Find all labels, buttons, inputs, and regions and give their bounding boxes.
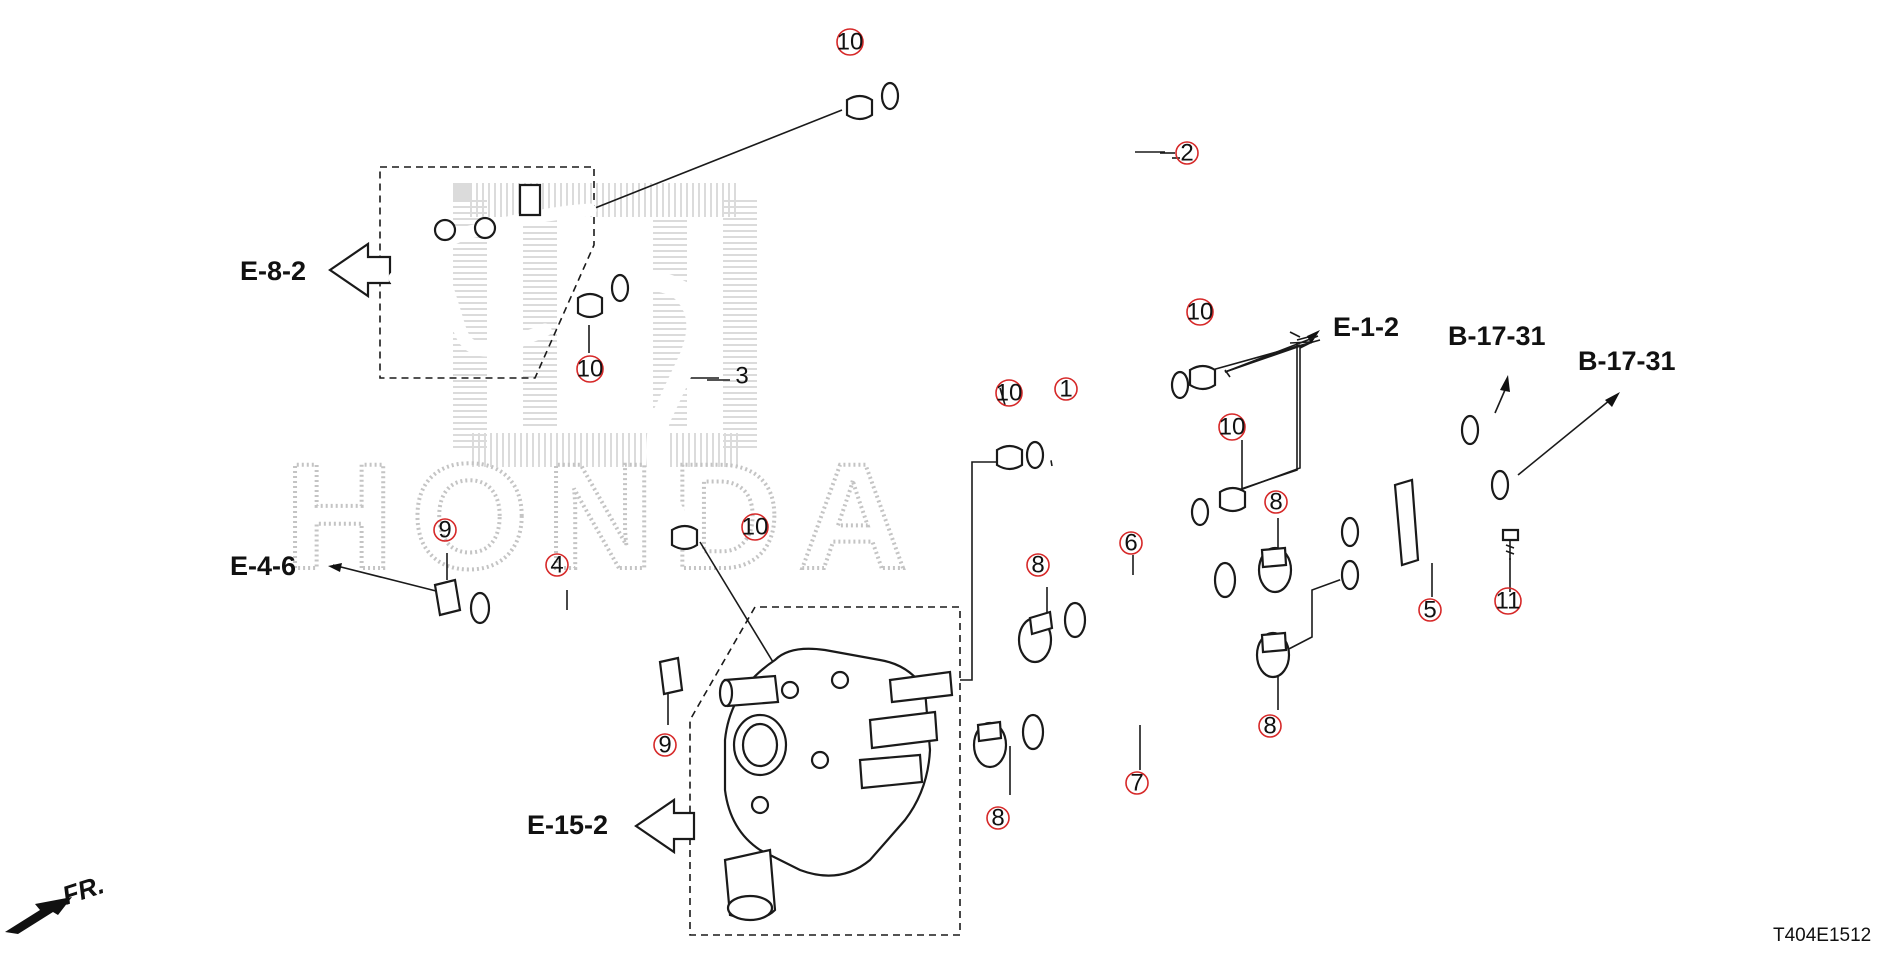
pipe-assembly-upper-left [388,183,597,357]
callout-3[interactable]: 3 [735,363,748,390]
dashed-box-water-pump [689,606,961,936]
callout-9-b[interactable]: 9 [658,732,671,759]
callout-10-f[interactable]: 10 [742,514,769,541]
arrow-e-8-2 [328,241,392,299]
callout-4[interactable]: 4 [550,552,563,579]
arrow-e-15-2 [634,797,696,855]
callout-11[interactable]: 11 [1496,588,1521,615]
callout-10-c[interactable]: 10 [1187,299,1214,326]
hose-1 [1025,437,1210,528]
pipe-5 [1339,414,1511,591]
callout-8-d[interactable]: 8 [991,805,1004,832]
hose-7 [1019,651,1246,751]
callout-7[interactable]: 7 [1130,770,1143,797]
fr-arrow-icon [5,897,72,934]
front-label: FR. [59,869,108,910]
clamp-8-d [972,720,1008,769]
callout-5[interactable]: 5 [1423,597,1436,624]
leader-e-1-2-lower [1239,345,1301,491]
ref-b-17-31-b[interactable]: B-17-31 [1578,346,1676,376]
clamp-8-b [1257,546,1293,594]
clamp-10-pump [670,524,699,551]
callout-9-a[interactable]: 9 [438,517,451,544]
reference-arrowheads [328,330,1620,572]
callout-8-a[interactable]: 8 [1031,552,1044,579]
leader-e-1-2 [1224,335,1319,373]
callout-10-b[interactable]: 10 [577,356,604,383]
ref-e-1-2[interactable]: E-1-2 [1333,312,1399,342]
clamp-9-right [658,656,684,696]
leader-lines [332,109,1611,795]
callout-2[interactable]: 2 [1180,140,1193,167]
hose-4 [468,591,652,692]
callout-1[interactable]: 1 [1059,376,1072,403]
dashed-box-upper-left [379,166,595,379]
callout-6[interactable]: 6 [1124,530,1137,557]
watermark-text: HONDA [285,432,925,600]
callout-8-b[interactable]: 8 [1269,489,1282,516]
callout-10-a[interactable]: 10 [837,29,864,56]
callout-10-e[interactable]: 10 [1219,414,1246,441]
clamp-10-mid-left [995,444,1024,471]
clamp-8-c [1255,631,1291,679]
diagram-code: T404E1512 [1773,925,1871,946]
ref-e-4-6[interactable]: E-4-6 [230,551,296,581]
ref-b-17-31-a[interactable]: B-17-31 [1448,321,1546,351]
clamp-10-right [1188,364,1217,391]
bolt-11 [1501,528,1520,560]
water-pump-housing [718,647,954,922]
callouts: 1 2 3 4 5 6 7 8 8 8 8 9 9 10 10 10 10 [433,28,1522,832]
callout-8-c[interactable]: 8 [1263,713,1276,740]
hose-2 [880,5,1190,400]
hose-6 [1061,561,1239,639]
ref-e-15-2[interactable]: E-15-2 [527,810,608,840]
clamp-10-top [845,94,874,121]
clamp-10-left [576,292,604,319]
clamp-10-mid-right [1218,486,1247,513]
callout-10-d[interactable]: 10 [996,380,1023,407]
clamp-8-a [1017,610,1054,664]
clamp-9-left [433,578,462,617]
hose-3 [610,270,707,530]
ref-e-8-2[interactable]: E-8-2 [240,256,306,286]
